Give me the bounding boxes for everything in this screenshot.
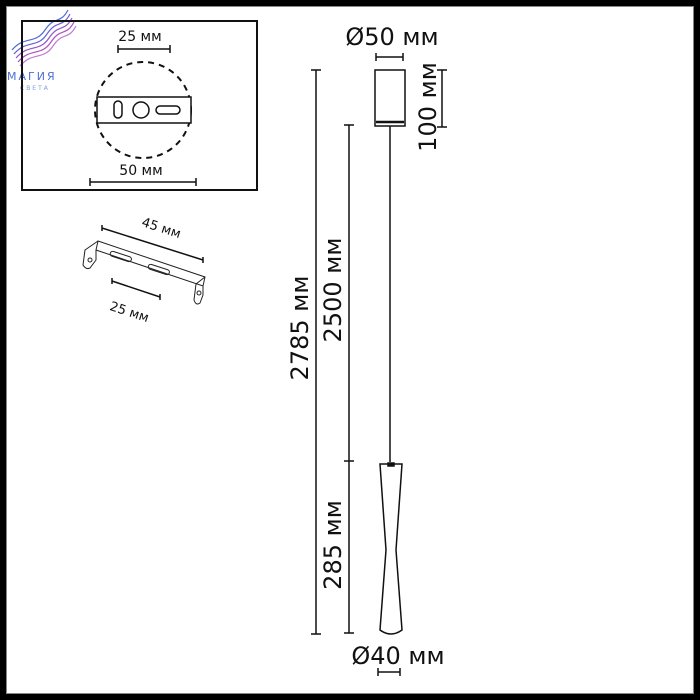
pendant-lamp-drawing xyxy=(374,69,406,635)
mount-hole-spacing-label: 25 мм xyxy=(118,29,161,45)
logo: МАГИЯ СВЕТА xyxy=(7,9,77,92)
dimension-lines xyxy=(311,53,447,676)
bracket-length-label: 45 мм xyxy=(140,215,183,242)
canopy xyxy=(374,69,406,127)
shade xyxy=(379,463,403,635)
total-height-label: 2785 мм xyxy=(286,276,314,381)
shade-diameter-label: Ø40 мм xyxy=(351,642,444,670)
canopy-height-label: 100 мм xyxy=(414,62,442,152)
shade-height-label: 285 мм xyxy=(319,500,347,590)
logo-text: МАГИЯ xyxy=(7,70,57,83)
canopy-diameter-label: Ø50 мм xyxy=(345,23,438,51)
logo-subtext: СВЕТА xyxy=(20,85,50,92)
bracket-drawing xyxy=(82,225,206,305)
bracket-hole-spacing-label: 25 мм xyxy=(108,299,151,326)
mount-plate-diameter-label: 50 мм xyxy=(119,163,162,179)
mount-detail xyxy=(21,20,258,191)
cord-length-label: 2500 мм xyxy=(319,238,347,343)
